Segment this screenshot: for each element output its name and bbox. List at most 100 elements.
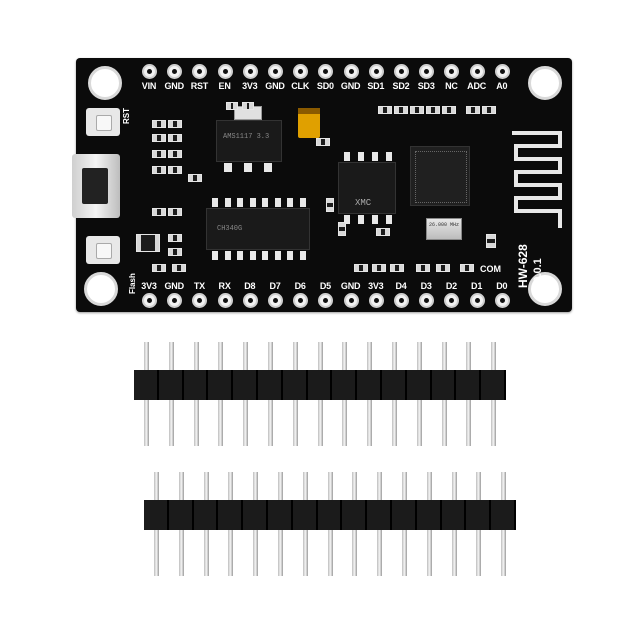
chip-leg <box>386 152 392 161</box>
smd-terminal <box>169 209 173 215</box>
smd-component <box>168 208 182 216</box>
smd-terminal <box>399 265 403 271</box>
header-segment <box>431 370 457 400</box>
smd-component <box>168 120 182 128</box>
header-segment <box>158 370 184 400</box>
pin-label: D1 <box>471 281 483 291</box>
flash-button[interactable] <box>86 236 120 264</box>
header-pin-top <box>317 342 323 370</box>
regulator-leg <box>264 163 272 172</box>
header-segment <box>466 500 492 530</box>
smd-terminal <box>355 265 359 271</box>
smd-component <box>372 264 386 272</box>
chip-leg <box>344 215 350 224</box>
header-segment <box>268 500 293 530</box>
pin-label: D7 <box>269 281 281 291</box>
smd-terminal <box>387 107 391 113</box>
micro-usb-port[interactable] <box>72 154 120 218</box>
header-segment <box>307 370 333 400</box>
header-segment <box>292 500 318 530</box>
smd-terminal <box>461 265 465 271</box>
smd-terminal <box>249 103 253 109</box>
pin-pad <box>293 64 309 79</box>
chip-leg <box>212 251 218 260</box>
chip-leg <box>237 198 243 207</box>
pin-label: GND <box>340 281 361 291</box>
smd-terminal <box>177 135 181 141</box>
smd-component <box>466 106 480 114</box>
header-pin-bottom <box>466 400 472 446</box>
smd-terminal <box>437 265 441 271</box>
pin-pad <box>444 293 460 308</box>
pin-pad <box>394 293 409 308</box>
pin-pad <box>242 293 258 308</box>
pin-label: 3V3 <box>242 81 258 91</box>
smd-component <box>242 102 254 110</box>
smd-terminal <box>181 265 185 271</box>
smd-terminal <box>169 235 173 241</box>
pin-pad <box>318 64 334 79</box>
pin-label: TX <box>193 281 205 291</box>
rst-label: RST <box>122 108 131 124</box>
header-segment <box>441 500 467 530</box>
pin-pad <box>242 64 258 79</box>
header-pin-bottom <box>426 530 432 576</box>
header-pin-bottom <box>243 400 249 446</box>
smd-terminal <box>189 175 193 181</box>
header-pin-top <box>441 342 447 370</box>
header-segment <box>208 370 234 400</box>
smd-terminal <box>161 265 165 271</box>
smd-terminal <box>491 107 495 113</box>
pin-pad <box>368 293 384 308</box>
chip-leg <box>274 251 281 260</box>
header-pin-bottom <box>451 530 457 576</box>
pin-pad <box>469 293 485 308</box>
pin-pad <box>318 293 334 308</box>
header-pin-bottom <box>327 530 333 576</box>
smd-terminal <box>227 103 231 109</box>
smd-terminal <box>177 121 181 127</box>
smd-terminal <box>483 107 487 113</box>
smd-component <box>378 106 392 114</box>
header-pin-top <box>243 342 249 370</box>
pin-label: SD3 <box>417 81 435 91</box>
mounting-hole <box>528 66 562 100</box>
header-segment <box>243 500 268 530</box>
rst-button[interactable] <box>86 108 120 136</box>
header-pin-top <box>377 472 383 500</box>
header-pin-bottom <box>178 530 184 576</box>
smd-terminal <box>153 265 157 271</box>
header-pin-bottom <box>491 400 497 446</box>
smd-terminal <box>153 135 157 141</box>
smd-terminal <box>177 209 181 215</box>
header-segment <box>144 500 169 530</box>
pin-pad <box>268 64 283 79</box>
header-segment <box>332 370 358 400</box>
pin-pad <box>368 64 384 79</box>
chip-leg <box>262 198 268 207</box>
pin-pad <box>217 293 233 308</box>
header-pin-top <box>292 342 298 370</box>
pin-pad <box>469 64 485 79</box>
header-pin-top <box>392 342 397 370</box>
smd-component <box>188 174 202 182</box>
smd-terminal <box>395 107 399 113</box>
board-version-label: V0.0.1 <box>532 258 544 290</box>
smd-component <box>416 264 430 272</box>
smd-terminal <box>445 265 449 271</box>
smd-terminal <box>155 235 159 251</box>
header-pin-top <box>501 472 507 500</box>
smd-terminal <box>317 139 321 145</box>
chip-leg <box>262 251 268 260</box>
pin-label: SD2 <box>392 81 410 91</box>
header-plastic-strip <box>134 370 506 400</box>
header-pin-top <box>416 342 422 370</box>
header-segment <box>282 370 308 400</box>
smd-terminal <box>177 249 181 255</box>
smd-component <box>442 106 456 114</box>
chip-leg <box>249 198 256 207</box>
pin-label: D6 <box>294 281 306 291</box>
pin-label: GND <box>265 81 285 91</box>
smd-terminal <box>137 235 141 251</box>
smd-component <box>136 234 160 252</box>
